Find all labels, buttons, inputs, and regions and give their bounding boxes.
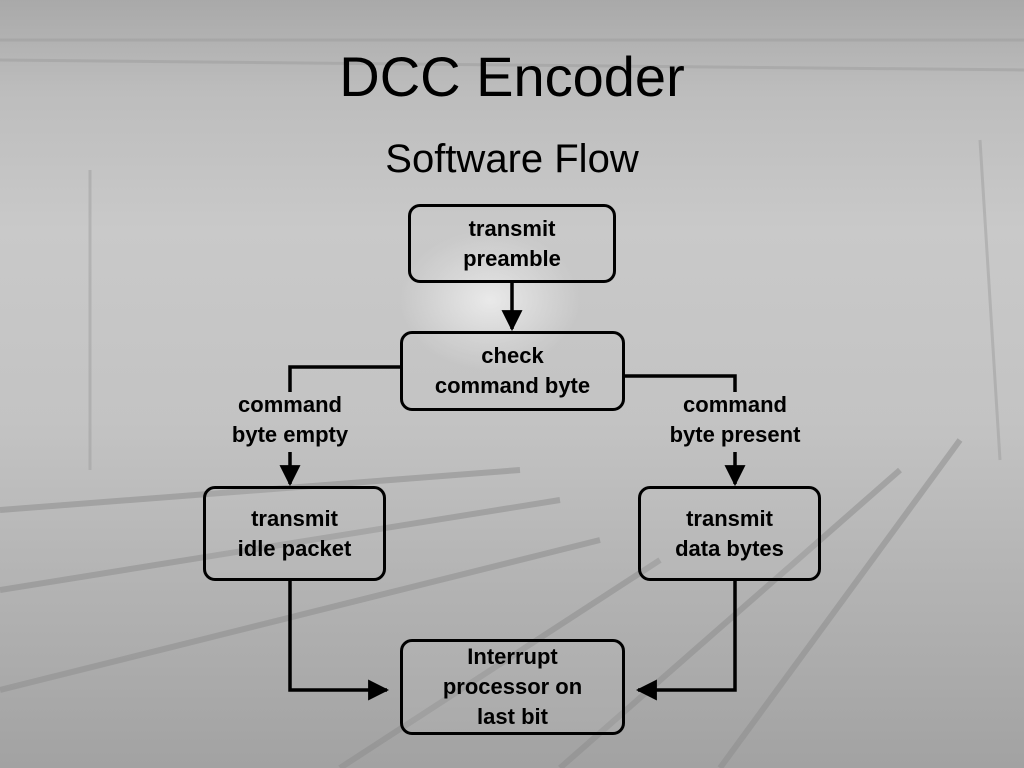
node-check-command-byte: check command byte <box>400 331 625 411</box>
node-transmit-data-bytes-label: transmit data bytes <box>675 505 784 561</box>
edge-check-to-data-top <box>623 374 737 392</box>
edge-idle-to-interrupt <box>288 580 390 701</box>
slide-subtitle: Software Flow <box>385 137 639 181</box>
node-transmit-data-bytes: transmit data bytes <box>638 486 821 581</box>
edge-data-to-interrupt <box>635 580 737 701</box>
slide-title: DCC Encoder <box>339 45 685 108</box>
edge-check-to-idle-top <box>288 365 401 392</box>
node-transmit-idle-packet: transmit idle packet <box>203 486 386 581</box>
node-transmit-preamble-label: transmit preamble <box>463 215 561 271</box>
node-interrupt-processor: Interrupt processor on last bit <box>400 639 625 735</box>
node-transmit-preamble: transmit preamble <box>408 204 616 283</box>
edge-label-command-byte-empty: command byte empty <box>231 392 349 447</box>
edge-label-command-byte-present: command byte present <box>669 392 801 447</box>
node-interrupt-processor-label: Interrupt processor on last bit <box>442 644 583 729</box>
node-check-command-byte-label: check command byte <box>434 343 591 398</box>
node-transmit-idle-packet-label: transmit idle packet <box>237 505 352 561</box>
